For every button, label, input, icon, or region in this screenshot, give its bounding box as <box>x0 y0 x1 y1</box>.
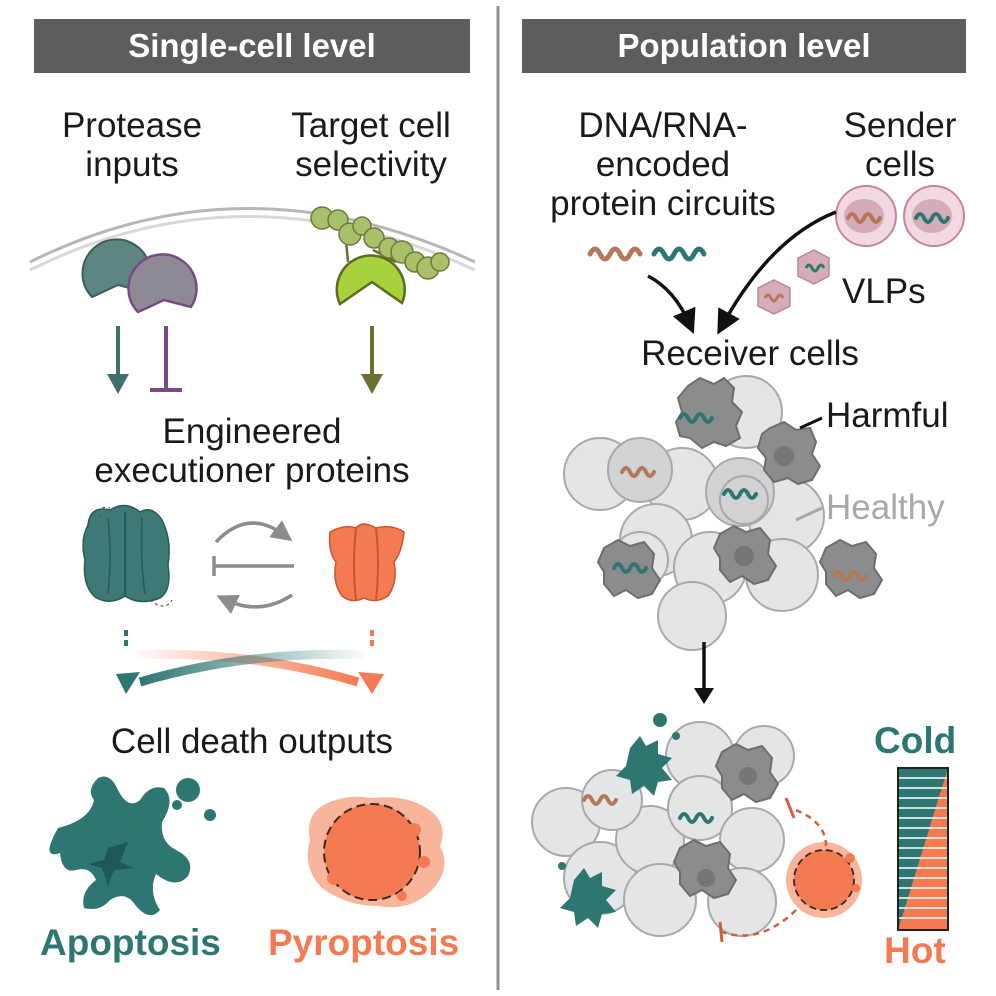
cell-death-outputs-label: Cell death outputs <box>110 722 394 761</box>
cold-hot-scale-bar <box>897 767 949 931</box>
healthy-pointer <box>795 506 823 522</box>
apoptosis-label: Apoptosis <box>40 922 221 963</box>
sender-cell-2-icon <box>903 185 965 247</box>
hot-label: Hot <box>884 930 946 971</box>
harmful-label: Harmful <box>826 396 949 435</box>
protein-circuits-label: DNA/RNA- encoded protein circuits <box>550 106 776 223</box>
outcome-cell-cluster <box>531 713 862 943</box>
pyroptosis-label: Pyroptosis <box>268 922 460 963</box>
vlp-2-icon <box>757 279 791 315</box>
harmful-pointer <box>799 416 823 430</box>
apoptotic-cell-icon <box>49 776 216 916</box>
protease-purple-icon <box>127 253 198 314</box>
active-executioner-icon <box>328 523 405 602</box>
rna-teal-icon <box>651 246 707 262</box>
inhibition-arrow-purple <box>150 326 182 392</box>
vlp-1-icon <box>797 249 830 285</box>
pyroptotic-cell-icon <box>307 796 445 908</box>
sender-cells-label: Sender cells <box>843 106 957 184</box>
inactive-executioner-icon <box>82 504 173 607</box>
target-selectivity-label: Target cell selectivity <box>291 106 451 184</box>
sender-delivery-arrow <box>717 210 837 335</box>
activation-arrow-olive <box>361 326 383 394</box>
activation-arrow-teal <box>107 326 129 394</box>
cold-label: Cold <box>874 720 957 761</box>
outcome-arrow <box>694 642 714 704</box>
population-header: Population level <box>522 19 966 73</box>
equilibrium-arrows <box>212 520 294 614</box>
protease-inputs-label: Protease inputs <box>61 106 203 184</box>
rna-brown-icon <box>587 246 643 262</box>
vlps-label: VLPs <box>842 272 926 311</box>
sender-cell-1-icon <box>835 185 897 247</box>
cell-membrane <box>29 207 476 272</box>
receiver-cell-cluster <box>563 375 884 651</box>
circuit-delivery-arrow <box>647 274 696 335</box>
single-cell-header: Single-cell level <box>34 19 470 73</box>
executioner-proteins-label: Engineered executioner proteins <box>94 412 410 490</box>
healthy-label: Healthy <box>826 488 945 527</box>
selectivity-binder-icon <box>310 206 450 306</box>
crossing-pathway-arrows <box>116 630 384 694</box>
receiver-cells-label: Receiver cells <box>641 334 859 373</box>
